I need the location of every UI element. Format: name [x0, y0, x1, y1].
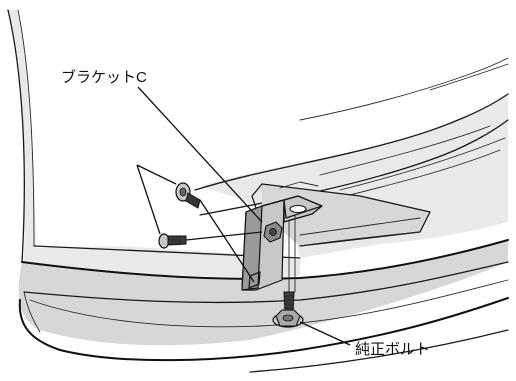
- bracket-nut: [263, 221, 283, 243]
- upper-bolt: [175, 182, 201, 209]
- assembly-guides: [185, 199, 296, 293]
- callout-leaders: [136, 86, 351, 346]
- label-bracket-c: ブラケットC: [61, 68, 147, 86]
- label-genuine-bolt: 純正ボルト: [355, 341, 430, 358]
- bracket-c: [241, 195, 323, 291]
- underbody-panel: [194, 57, 509, 258]
- genuine-bolt: [272, 291, 304, 328]
- lower-bolt: [158, 233, 187, 249]
- lip-spoiler: [18, 239, 509, 373]
